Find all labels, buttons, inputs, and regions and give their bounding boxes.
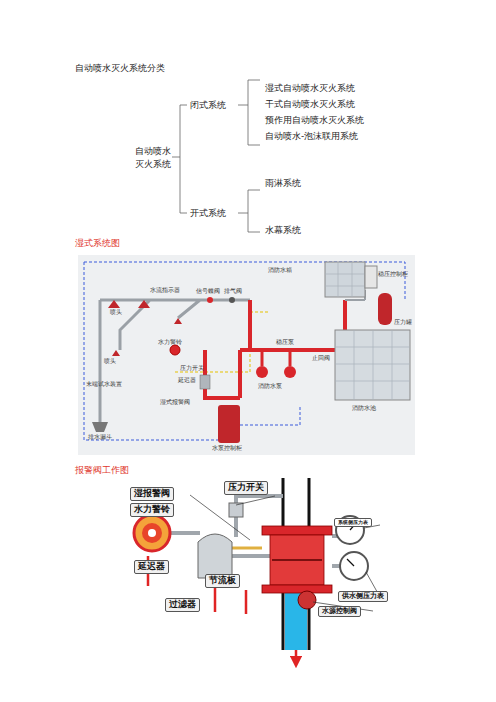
tree-branch: 闭式系统 — [190, 99, 226, 112]
sprinkler-head — [108, 300, 182, 356]
page-title: 自动喷水灭火系统分类 — [75, 62, 165, 75]
callout-text: 水力警铃 — [134, 504, 170, 516]
signal-valve — [207, 297, 213, 303]
tree-leaf: 预作用自动喷水灭火系统 — [265, 114, 364, 127]
part-label: 压力罐 — [394, 318, 412, 327]
callout-box: 水源控制阀 — [318, 606, 361, 617]
part-label: 喷头 — [110, 308, 122, 317]
callout-box: 供水侧压力表 — [338, 591, 388, 602]
bracket-line — [172, 157, 180, 158]
callout-box: 系统侧压力表 — [334, 518, 372, 527]
callout-text: 供水侧压力表 — [342, 592, 384, 601]
tree-leaf: 雨淋系统 — [265, 177, 301, 190]
water-tank — [335, 330, 410, 400]
callout-box: 延迟器 — [134, 560, 169, 574]
pressure-gauge — [340, 552, 368, 580]
main-pipe — [205, 300, 345, 398]
callout-box: 节流板 — [205, 574, 240, 588]
gong-center — [148, 529, 156, 537]
part-label: 延迟器 — [178, 376, 196, 385]
part-label: 排气阀 — [224, 287, 242, 296]
water-motor-gong — [134, 515, 170, 551]
hand-wheel — [298, 591, 316, 609]
part-label: 消防水泵 — [258, 382, 282, 391]
callout-text: 压力开关 — [228, 482, 264, 494]
tree-leaf: 干式自动喷水灭火系统 — [265, 98, 355, 111]
branch-pipe — [100, 300, 250, 422]
valve-body — [270, 535, 324, 585]
part-label: 水流指示器 — [150, 286, 180, 295]
bracket-line — [238, 105, 248, 106]
tree-brackets — [172, 80, 260, 232]
valve-flange — [262, 526, 332, 535]
part-label: 压力开关 — [180, 364, 204, 373]
section-heading: 报警阀工作图 — [75, 464, 129, 477]
part-label: 消防水箱 — [268, 266, 292, 275]
part-label: 排水漏斗 — [88, 433, 112, 442]
tank-grid — [335, 330, 410, 400]
control-cabinet — [365, 266, 377, 288]
bracket-line — [180, 105, 187, 213]
tank-grid — [325, 262, 365, 297]
signal-line — [240, 405, 300, 425]
tree-root: 自动喷水 灭火系统 — [135, 145, 175, 171]
exhaust-valve — [229, 297, 235, 303]
callout-text: 湿报警阀 — [134, 488, 170, 500]
callout-box: 湿报警阀 — [130, 487, 174, 501]
alarm-bell — [170, 345, 180, 355]
retard-chamber — [198, 534, 232, 578]
pump — [256, 366, 268, 378]
callout-text: 节流板 — [209, 575, 236, 587]
part-label: 末端试水装置 — [86, 380, 122, 389]
pump-cabinet — [218, 405, 240, 443]
callout-text: 水源控制阀 — [322, 607, 357, 616]
drain-funnel — [92, 422, 108, 432]
part-label: 稳压控制柜 — [378, 270, 408, 279]
callout-text: 系统侧压力表 — [338, 519, 368, 526]
tree-leaf: 湿式自动喷水灭火系统 — [265, 82, 355, 95]
gauge-needle — [347, 559, 354, 566]
bracket-line — [238, 213, 248, 214]
tree-leaf: 自动喷水-泡沫联用系统 — [265, 130, 358, 143]
part-label: 喷头 — [104, 357, 116, 366]
callout-box: 过滤器 — [165, 598, 200, 612]
roof-tank — [325, 262, 365, 297]
part-label: 信号蝶阀 — [196, 287, 220, 296]
part-label: 水泵控制柜 — [212, 444, 242, 453]
tree-branch: 开式系统 — [190, 207, 226, 220]
valve-clapper — [272, 559, 322, 561]
wet-system-illustration — [78, 255, 415, 455]
gong-inner — [142, 523, 162, 543]
tree-leaf: 水幕系统 — [265, 224, 301, 237]
bracket-line — [248, 190, 260, 232]
signal-line — [84, 262, 405, 300]
flow-arrow — [148, 556, 296, 662]
section-heading: 湿式系统图 — [75, 237, 120, 250]
pressure-tank — [378, 293, 392, 325]
part-label: 湿式报警阀 — [160, 398, 190, 407]
callout-box: 水力警铃 — [130, 503, 174, 517]
part-label: 消防水池 — [352, 404, 376, 413]
connect-pipe — [232, 547, 262, 550]
bracket-line — [248, 80, 260, 145]
part-label: 止回阀 — [312, 354, 330, 363]
pump-pipe — [262, 350, 290, 366]
callout-text: 延迟器 — [138, 561, 165, 573]
callout-text: 过滤器 — [169, 599, 196, 611]
pressure-switch — [229, 503, 243, 517]
pump — [284, 366, 296, 378]
retard-chamber — [200, 375, 210, 389]
part-label: 稳压泵 — [276, 338, 294, 347]
image-background — [78, 255, 415, 455]
signal-line — [175, 312, 268, 372]
callout-box: 压力开关 — [224, 481, 268, 495]
part-label: 水力警铃 — [158, 338, 182, 347]
valve-flange — [262, 585, 332, 593]
